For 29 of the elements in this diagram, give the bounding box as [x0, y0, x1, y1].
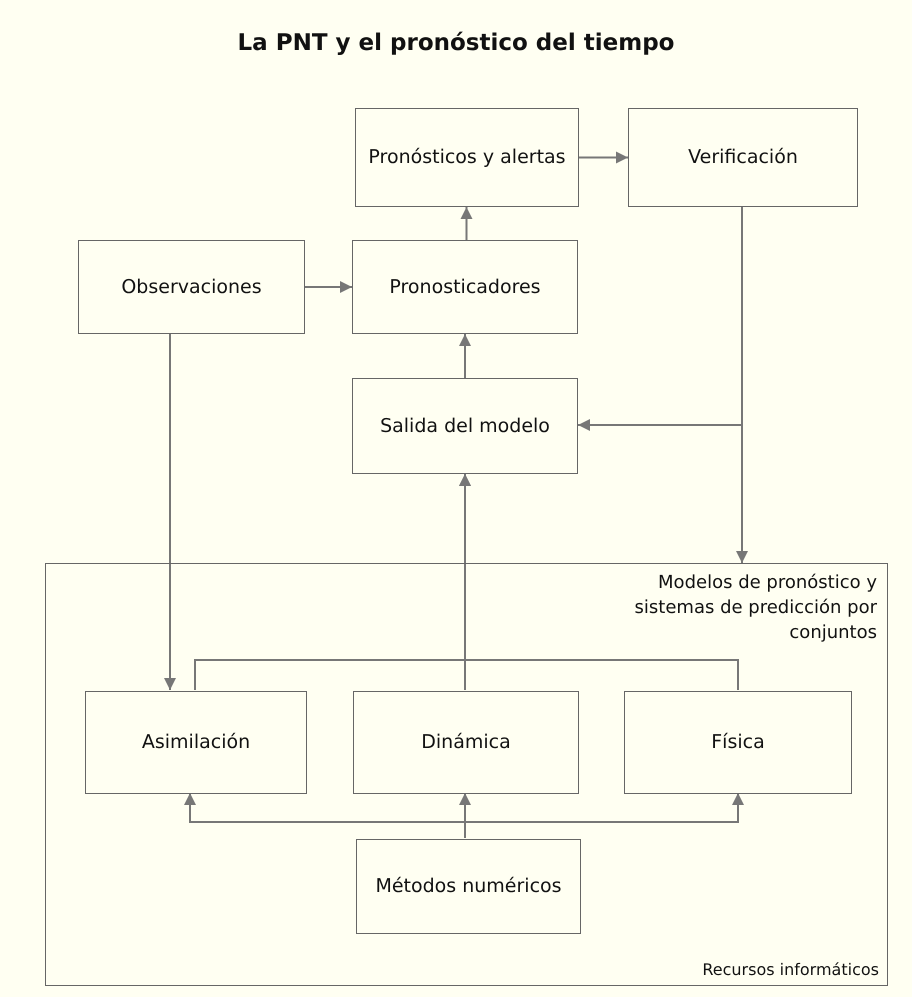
arrow	[459, 474, 739, 690]
arrow	[459, 334, 471, 378]
group-footer: Recursos informáticos	[702, 958, 879, 981]
process-box	[353, 691, 579, 794]
box-label: Pronosticadores	[388, 274, 542, 300]
diagram-title: La PNT y el pronóstico del tiempo	[236, 30, 676, 56]
process-box	[352, 378, 578, 474]
arrow	[460, 207, 472, 240]
process-box	[85, 691, 307, 794]
process-box	[352, 240, 578, 334]
group-box	[45, 563, 888, 986]
box-label: Observaciones	[120, 274, 263, 300]
arrow	[164, 334, 176, 690]
process-box	[624, 691, 852, 794]
process-box	[355, 108, 579, 207]
box-label: Asimilación	[140, 730, 252, 756]
arrow	[305, 281, 352, 293]
box-label: Verificación	[687, 145, 799, 170]
box-label: Métodos numéricos	[374, 874, 563, 900]
arrow	[579, 152, 628, 164]
box-label: Dinámica	[420, 730, 512, 756]
box-label: Pronósticos y alertas	[367, 145, 567, 170]
arrow	[464, 793, 744, 838]
process-box	[78, 240, 305, 334]
process-box	[628, 108, 858, 207]
process-box	[356, 839, 581, 934]
arrow	[736, 207, 748, 563]
box-label: Salida del modelo	[379, 414, 551, 439]
box-label: Física	[710, 730, 766, 756]
